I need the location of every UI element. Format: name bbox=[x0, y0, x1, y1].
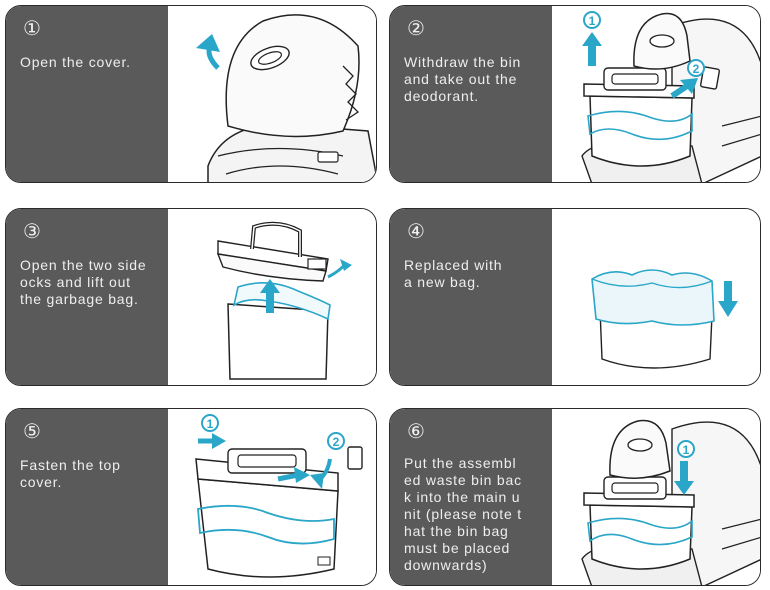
step-text-panel: ④ Replaced with a new bag. bbox=[390, 209, 552, 385]
arrow-down-icon bbox=[718, 301, 738, 317]
step-number: ② bbox=[407, 18, 425, 40]
step-instruction: Withdraw the bin and take out the deodor… bbox=[404, 54, 522, 104]
step-card-4: ④ Replaced with a new bag. bbox=[389, 208, 761, 386]
step-number: ④ bbox=[407, 221, 425, 243]
step-illustration: 1 2 bbox=[552, 6, 760, 182]
step-illustration bbox=[168, 209, 376, 385]
step-illustration: 1 bbox=[552, 409, 760, 585]
step-number: ③ bbox=[23, 221, 41, 243]
deodorant-icon bbox=[700, 66, 720, 90]
step-text-panel: ③ Open the two side ocks and lift out th… bbox=[6, 209, 168, 385]
arrow-up-icon bbox=[582, 32, 602, 46]
marker-label: 2 bbox=[333, 435, 340, 449]
step-card-5: ⑤ Fasten the top cover. 1 2 bbox=[5, 408, 377, 586]
deodorant-icon bbox=[347, 446, 363, 470]
marker-label: 1 bbox=[589, 14, 596, 28]
step-card-6: ⑥ Put the assembl ed waste bin bac k int… bbox=[389, 408, 761, 586]
step-number: ⑤ bbox=[23, 421, 41, 443]
marker-label: 1 bbox=[683, 443, 690, 457]
step-card-1: ① Open the cover. bbox=[5, 5, 377, 183]
step-illustration bbox=[168, 6, 376, 182]
step-card-2: ② Withdraw the bin and take out the deod… bbox=[389, 5, 761, 183]
step-text-panel: ⑤ Fasten the top cover. bbox=[6, 409, 168, 585]
arrow-down-icon bbox=[674, 481, 694, 495]
step-instruction: Open the two side ocks and lift out the … bbox=[20, 257, 147, 307]
step-text-panel: ⑥ Put the assembl ed waste bin bac k int… bbox=[390, 409, 552, 585]
step-number: ⑥ bbox=[407, 421, 425, 443]
step-text-panel: ① Open the cover. bbox=[6, 6, 168, 182]
fasten-cover-illustration: 1 2 bbox=[195, 414, 363, 578]
new-bag-illustration bbox=[591, 269, 738, 369]
open-cover-illustration bbox=[196, 14, 376, 182]
step-instruction: Replaced with a new bag. bbox=[404, 257, 503, 290]
step-number: ① bbox=[23, 18, 41, 40]
step-instruction: Fasten the top cover. bbox=[20, 457, 121, 490]
step-illustration bbox=[552, 209, 760, 385]
arrow-up-icon bbox=[260, 279, 280, 293]
step-instruction: Open the cover. bbox=[20, 54, 131, 70]
step-text-panel: ② Withdraw the bin and take out the deod… bbox=[390, 6, 552, 182]
lift-bag-illustration bbox=[216, 221, 352, 380]
marker-label: 1 bbox=[207, 417, 214, 431]
step-instruction: Put the assembl ed waste bin bac k into … bbox=[404, 455, 522, 573]
step-illustration: 1 2 bbox=[168, 409, 376, 585]
withdraw-bin-illustration: 1 2 bbox=[581, 11, 760, 182]
step-card-3: ③ Open the two side ocks and lift out th… bbox=[5, 208, 377, 386]
arrow-right-icon bbox=[212, 433, 226, 449]
insert-bin-illustration: 1 bbox=[581, 419, 760, 585]
marker-label: 2 bbox=[693, 62, 700, 76]
